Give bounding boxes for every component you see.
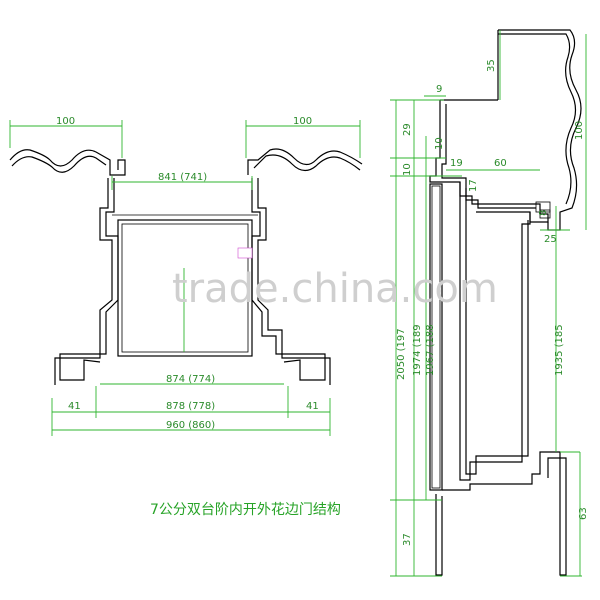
dim-63: 63: [578, 507, 589, 520]
head-frame: [429, 100, 549, 223]
head-frame-inner: [441, 104, 536, 209]
jamb-profile-inner: [465, 188, 529, 475]
threshold-profile: [442, 451, 567, 576]
frame-left-outer: [54, 178, 113, 385]
right-vertical-section: 9 35 100 29 10 10 19 60 17 8 25 2050 (19…: [390, 29, 589, 577]
dim-100: 100: [574, 121, 585, 140]
dim-10-b: 10: [434, 137, 445, 150]
dim-60: 60: [494, 158, 507, 169]
top-wall-profile-inner: [498, 33, 577, 205]
threshold-profile-2: [435, 494, 443, 576]
frame-left-inner: [59, 178, 119, 381]
dim-19: 19: [450, 158, 463, 169]
dim-41-left: 41: [68, 401, 81, 412]
dim-100-right: 100: [293, 116, 312, 127]
frame-right-inner: [251, 178, 326, 381]
door-leaf-section-inner: [431, 185, 441, 489]
dim-8: 8: [538, 210, 549, 216]
jamb-profile: [459, 182, 531, 481]
dim-2050: 2050 (197: [396, 328, 407, 380]
dim-10-a: 10: [402, 163, 413, 176]
door-leaf-inner: [121, 223, 249, 353]
watermark: trade.china.com: [172, 266, 498, 312]
dim-841: 841 (741): [158, 172, 207, 183]
dim-1967: 1967 (188: [425, 324, 436, 376]
dim-878: 878 (778): [166, 401, 215, 412]
right-flange-profile-inner: [253, 154, 361, 172]
dim-25: 25: [544, 234, 557, 245]
dim-9: 9: [436, 84, 442, 95]
dim-29: 29: [402, 123, 413, 136]
top-wall-profile: [498, 29, 582, 231]
dim-17: 17: [468, 179, 479, 192]
dim-960: 960 (860): [166, 420, 215, 431]
door-leaf-section: [429, 183, 443, 491]
left-plan-section: 100 100 841 (741) 874 (774) 41 878 (778)…: [9, 116, 363, 436]
frame-right-outer: [257, 178, 331, 385]
dim-874: 874 (774): [166, 374, 215, 385]
left-flange-profile: [9, 149, 126, 176]
dim-1974: 1974 (189: [412, 324, 423, 376]
dim-37: 37: [402, 533, 413, 546]
dim-1935: 1935 (185: [554, 324, 565, 376]
right-flange-profile: [247, 148, 363, 175]
dim-41-right: 41: [306, 401, 319, 412]
left-flange-profile-inner: [11, 155, 107, 173]
hinge-marker: [237, 247, 253, 259]
dim-100-left: 100: [56, 116, 75, 127]
dim-35: 35: [486, 59, 497, 72]
drawing-caption: 7公分双台阶内开外花边门结构: [150, 502, 341, 518]
door-leaf: [117, 219, 253, 357]
